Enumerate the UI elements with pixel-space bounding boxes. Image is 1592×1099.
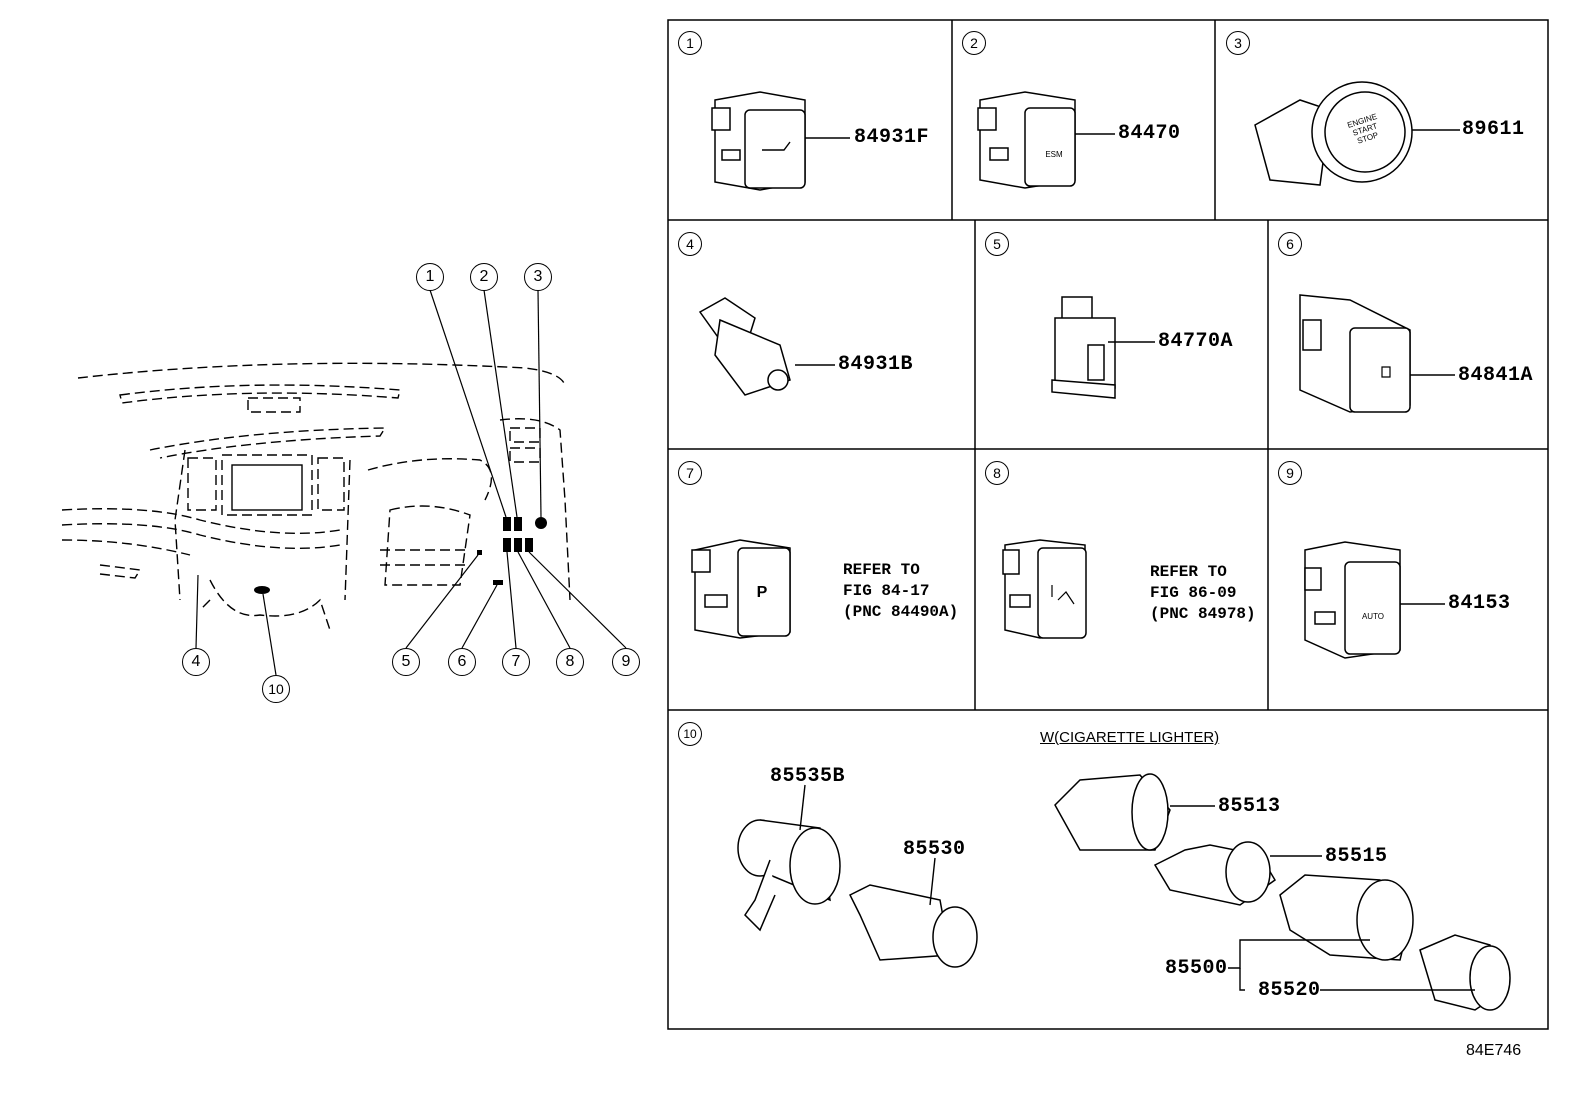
switch-84931f-drawing xyxy=(711,91,806,191)
cell-number-9: 9 xyxy=(1278,461,1302,485)
part-number-85535b[interactable]: 85535B xyxy=(770,765,846,788)
figure-code: 84E746 xyxy=(1466,1042,1522,1059)
reference-note-7: REFER TO FIG 84-17 (PNC 84490A) xyxy=(843,560,958,623)
part-number-85530[interactable]: 85530 xyxy=(903,838,966,861)
dashboard-overview xyxy=(61,362,571,631)
parts-grid-frame xyxy=(667,19,1549,1030)
switch-84841a-drawing xyxy=(1299,294,1411,413)
part-number-85500[interactable]: 85500 xyxy=(1165,957,1228,980)
cell-number-4: 4 xyxy=(678,232,702,256)
part-number-84931b[interactable]: 84931B xyxy=(838,353,914,376)
part-number-84770a[interactable]: 84770A xyxy=(1158,330,1234,353)
reference-note-8: REFER TO FIG 86-09 (PNC 84978) xyxy=(1150,562,1256,625)
switch-84470-drawing xyxy=(977,91,1076,189)
callout-10[interactable]: 10 xyxy=(262,675,290,703)
part-number-85515[interactable]: 85515 xyxy=(1325,845,1388,868)
switch-marker-2 xyxy=(514,517,522,531)
cell-number-2: 2 xyxy=(962,31,986,55)
cigarette-lighter-caption: W(CIGARETTE LIGHTER) xyxy=(1040,729,1220,746)
cell-number-10: 10 xyxy=(678,722,702,746)
auto-label: AUTO xyxy=(1361,612,1385,621)
callout-2[interactable]: 2 xyxy=(470,263,498,291)
engine-start-button-drawing xyxy=(1254,81,1413,186)
seat-heater-switch-drawing xyxy=(1002,539,1087,639)
ref-line: (PNC 84978) xyxy=(1150,605,1256,623)
switch-marker-6 xyxy=(493,580,503,585)
callout-9[interactable]: 9 xyxy=(612,648,640,676)
esm-label: ESM xyxy=(1045,150,1063,159)
switch-marker-7 xyxy=(503,538,511,552)
cell-number-6: 6 xyxy=(1278,232,1302,256)
cell-number-7: 7 xyxy=(678,461,702,485)
callout-1[interactable]: 1 xyxy=(416,263,444,291)
switch-marker-5 xyxy=(477,550,482,555)
ref-line[interactable]: FIG 86-09 xyxy=(1150,584,1237,602)
parking-assist-icon: P xyxy=(756,584,768,601)
switch-marker-9 xyxy=(525,538,533,552)
ref-line: REFER TO xyxy=(1150,563,1227,581)
part-number-84841a[interactable]: 84841A xyxy=(1458,364,1534,387)
cell-number-8: 8 xyxy=(985,461,1009,485)
switch-marker-1 xyxy=(503,517,511,531)
callout-3[interactable]: 3 xyxy=(524,263,552,291)
part-number-89611[interactable]: 89611 xyxy=(1462,118,1525,141)
part-number-84470[interactable]: 84470 xyxy=(1118,122,1181,145)
ref-line: REFER TO xyxy=(843,561,920,579)
part-number-85513[interactable]: 85513 xyxy=(1218,795,1281,818)
callout-4[interactable]: 4 xyxy=(182,648,210,676)
cell-number-5: 5 xyxy=(985,232,1009,256)
auto-headlamp-switch-drawing xyxy=(1304,541,1401,659)
cell-number-1: 1 xyxy=(678,31,702,55)
part-number-85520[interactable]: 85520 xyxy=(1258,979,1321,1002)
callout-8[interactable]: 8 xyxy=(556,648,584,676)
callout-6[interactable]: 6 xyxy=(448,648,476,676)
ref-line: (PNC 84490A) xyxy=(843,603,959,621)
switch-84931b-drawing xyxy=(698,297,791,396)
callout-7[interactable]: 7 xyxy=(502,648,530,676)
part-number-84931f[interactable]: 84931F xyxy=(854,126,930,149)
switch-marker-3 xyxy=(535,517,547,529)
cell-number-3: 3 xyxy=(1226,31,1250,55)
switch-84770a-drawing xyxy=(1051,296,1116,399)
fuel-door-icon xyxy=(1381,366,1391,378)
switch-marker-10 xyxy=(254,586,270,594)
seat-heater-icon xyxy=(1051,585,1075,605)
cigarette-lighter-drawing xyxy=(737,773,1511,1011)
callout-5[interactable]: 5 xyxy=(392,648,420,676)
part-number-84153[interactable]: 84153 xyxy=(1448,592,1511,615)
switch-marker-8 xyxy=(514,538,522,552)
parking-assist-switch-drawing xyxy=(691,539,791,639)
ref-line[interactable]: FIG 84-17 xyxy=(843,582,930,600)
